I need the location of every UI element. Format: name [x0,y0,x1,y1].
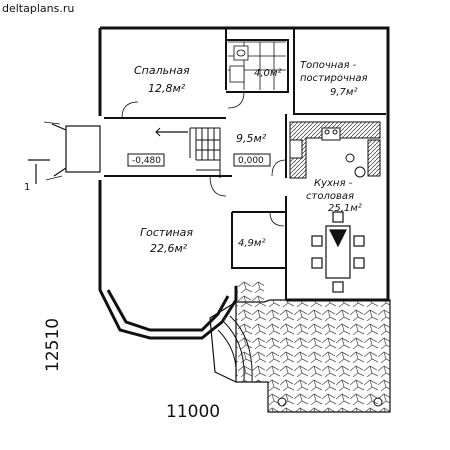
exterior-walls [98,26,390,340]
kitchen-fixtures [289,121,381,179]
floor-level: 0,000 [238,156,264,166]
width-dimension: 11000 [166,402,220,422]
entrance-porch [43,121,101,181]
kitchen-name-1: Кухня - [314,178,353,189]
living-name: Гостиная [140,226,193,239]
bathroom-area: 4,0м² [254,68,281,79]
closet-area: 4,9м² [238,238,265,249]
terrace [209,280,391,413]
boiler-name-2: постирочная [300,73,368,84]
door-swings [121,91,287,227]
porch-level: -0,480 [132,156,161,166]
porch-level-box [127,153,165,167]
section-mark [28,159,50,184]
hall-area: 9,5м² [236,132,267,145]
depth-dimension: 12510 [43,318,63,372]
dining-table [311,211,365,293]
interior-walls [104,28,386,300]
bathroom-fixtures [228,41,286,90]
living-area: 22,6м² [150,242,188,255]
section-mark-label: 1 [24,182,30,193]
kitchen-name-2: столовая [306,191,354,202]
bedroom-name: Спальная [134,64,190,77]
stairs [155,127,221,178]
bedroom-area: 12,8м² [148,82,186,95]
site-watermark: deltaplans.ru [2,2,74,15]
boiler-name-1: Топочная - [300,60,357,71]
kitchen-area: 25,1м² [328,203,362,214]
boiler-area: 9,7м² [330,87,357,98]
floor-level-box [233,153,271,167]
